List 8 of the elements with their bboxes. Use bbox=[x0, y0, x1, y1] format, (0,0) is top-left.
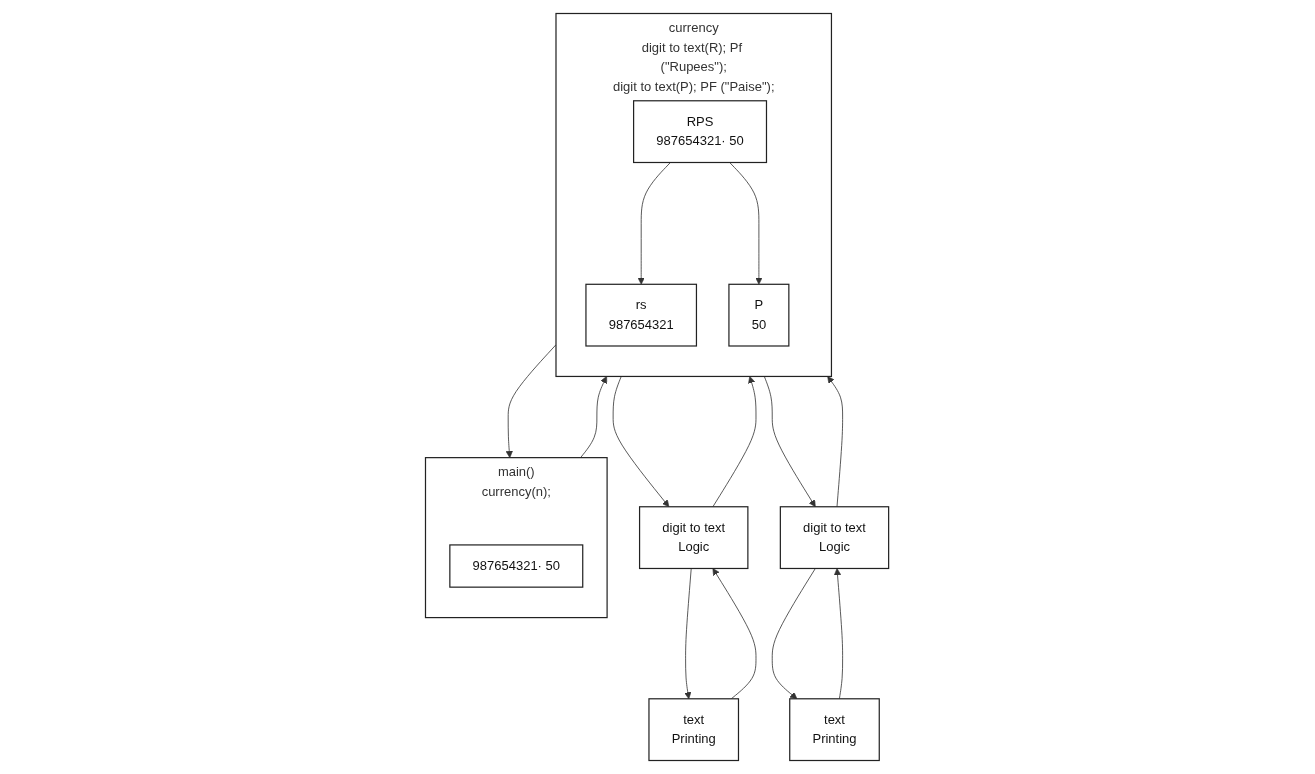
node-box: text Printing bbox=[648, 698, 740, 762]
node-box: 987654321· 50 bbox=[449, 544, 584, 588]
node-box: digit to text Logic bbox=[639, 506, 749, 570]
node-box: RPS 987654321· 50 bbox=[633, 100, 768, 164]
node-box: text Printing bbox=[789, 698, 881, 762]
node-box: P 50 bbox=[728, 283, 790, 347]
node-box: digit to text Logic bbox=[780, 506, 890, 570]
node-box: rs 987654321 bbox=[585, 283, 698, 347]
